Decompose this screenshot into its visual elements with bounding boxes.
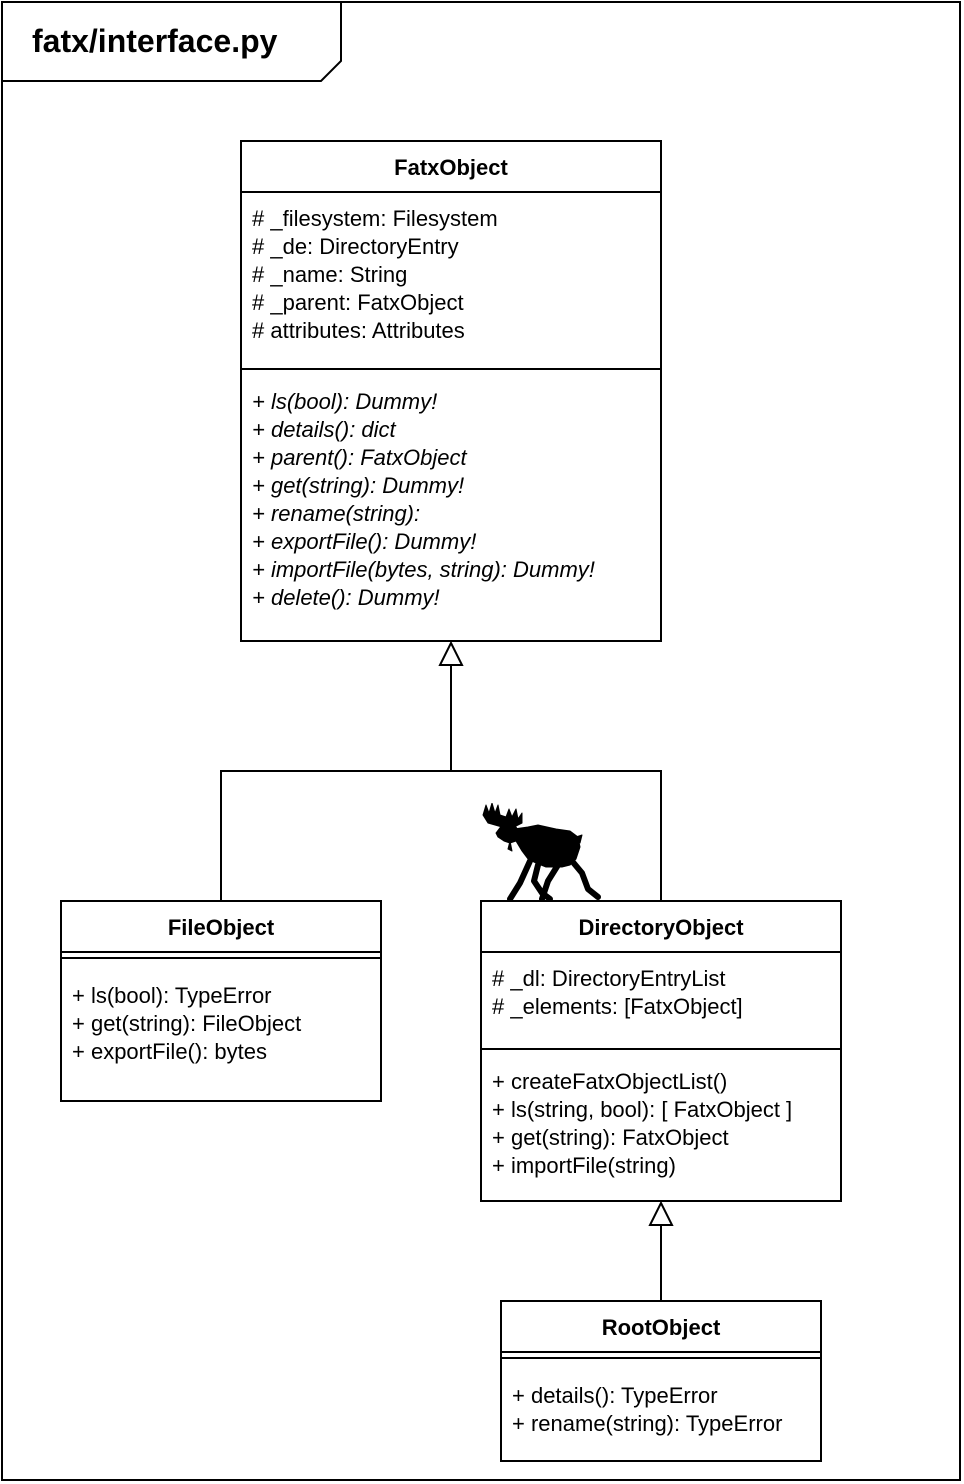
class-name: RootObject [502, 1302, 820, 1353]
moose-icon [482, 803, 601, 902]
method: + rename(string): TypeError [512, 1411, 783, 1436]
attribute: # _de: DirectoryEntry [252, 234, 459, 259]
method: + exportFile(): Dummy! [252, 529, 477, 554]
method: + ls(bool): TypeError [72, 983, 272, 1008]
method: + ls(string, bool): [ FatxObject ] [492, 1097, 793, 1122]
class-name: FatxObject [242, 142, 660, 193]
attributes-compartment: # _filesystem: Filesystem # _de: Directo… [242, 193, 660, 370]
methods-compartment: + ls(bool): TypeError + get(string): Fil… [62, 959, 380, 1066]
method: + parent(): FatxObject [252, 445, 467, 470]
package-title-tab [2, 2, 342, 82]
edge-fileobject-to-fatxobject [220, 665, 452, 901]
class-fileobject[interactable]: FileObject + ls(bool): TypeError + get(s… [60, 900, 382, 1102]
method: + exportFile(): bytes [72, 1039, 268, 1064]
method: + ls(bool): Dummy! [252, 389, 438, 414]
attributes-compartment [502, 1353, 820, 1359]
class-rootobject[interactable]: RootObject + details(): TypeError + rena… [500, 1300, 822, 1462]
methods-compartment: + createFatxObjectList() + ls(string, bo… [482, 1050, 840, 1180]
method: + createFatxObjectList() [492, 1069, 728, 1094]
method: + get(string): FileObject [72, 1011, 302, 1036]
attribute: # _dl: DirectoryEntryList [492, 966, 726, 991]
generalization-arrowhead [648, 1200, 674, 1226]
class-name: DirectoryObject [482, 902, 840, 953]
method: + importFile(string) [492, 1153, 676, 1178]
method: + get(string): Dummy! [252, 473, 465, 498]
method: + importFile(bytes, string): Dummy! [252, 557, 595, 582]
package-title: fatx/interface.py [32, 23, 278, 59]
attribute: # _name: String [252, 262, 408, 287]
methods-compartment: + ls(bool): Dummy! + details(): dict + p… [242, 370, 660, 612]
attribute: # _filesystem: Filesystem [252, 206, 498, 231]
method: + details(): TypeError [512, 1383, 718, 1408]
attributes-compartment: # _dl: DirectoryEntryList # _elements: [… [482, 953, 840, 1050]
edge-directoryobject-to-fatxobject [451, 770, 662, 901]
generalization-arrowhead [438, 640, 464, 666]
attributes-compartment [62, 953, 380, 959]
method: + get(string): FatxObject [492, 1125, 729, 1150]
attribute: # _parent: FatxObject [252, 290, 464, 315]
method: + details(): dict [252, 417, 396, 442]
methods-compartment: + details(): TypeError + rename(string):… [502, 1359, 820, 1438]
attribute: # attributes: Attributes [252, 318, 465, 343]
method: + delete(): Dummy! [252, 585, 440, 610]
class-name: FileObject [62, 902, 380, 953]
method: + rename(string): [252, 501, 421, 526]
class-directoryobject[interactable]: DirectoryObject # _dl: DirectoryEntryLis… [480, 900, 842, 1202]
attribute: # _elements: [FatxObject] [492, 994, 743, 1019]
class-fatxobject[interactable]: FatxObject # _filesystem: Filesystem # _… [240, 140, 662, 642]
